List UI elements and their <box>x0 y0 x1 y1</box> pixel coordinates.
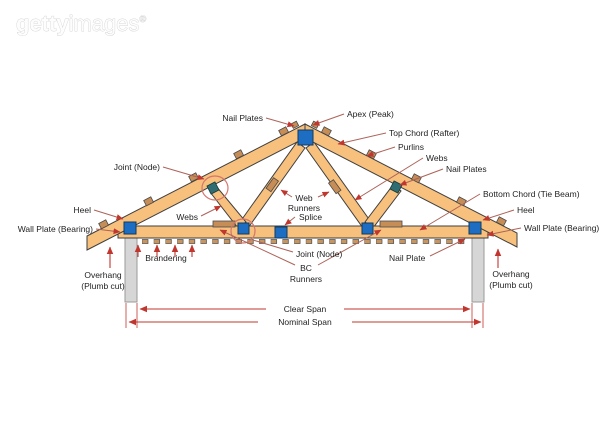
label-apex: Apex (Peak) <box>347 109 394 119</box>
label-webs-right: Webs <box>426 153 448 163</box>
leader-apex <box>312 113 345 126</box>
leader-heel-right <box>482 209 515 221</box>
label-top-chord: Top Chord (Rafter) <box>389 128 460 138</box>
right-joint-nail-plate <box>361 222 374 235</box>
brandering-battens <box>142 239 468 244</box>
label-heel-right: Heel <box>517 205 535 215</box>
joint-circle-top <box>201 175 229 201</box>
purlins-left <box>98 126 290 230</box>
web-runner-left <box>265 177 280 193</box>
label-brandering: Brandering <box>145 253 187 263</box>
leader-bottom-chord <box>419 193 481 231</box>
purlin <box>410 173 422 184</box>
splice-plate <box>274 226 288 239</box>
leader-splice <box>284 216 296 226</box>
nominal-span-label: Nominal Span <box>278 317 332 327</box>
label-web-runners-2: Runners <box>288 203 320 213</box>
leader-nail-plates-top <box>265 117 295 128</box>
bottom-chord <box>117 225 489 239</box>
left-heel-nail-plate <box>123 221 137 235</box>
label-nail-plates-top: Nail Plates <box>222 113 263 123</box>
labels: Nail Plates Apex (Peak) Top Chord (Rafte… <box>18 109 600 291</box>
leader-joint-node-top <box>162 166 205 181</box>
purlin <box>233 149 245 160</box>
right-heel-nail-plate <box>468 221 482 235</box>
label-wall-plate-left: Wall Plate (Bearing) <box>18 224 93 234</box>
purlin <box>98 219 110 230</box>
label-overhang-left-1: Overhang <box>84 270 122 280</box>
label-overhang-right-2: (Plumb cut) <box>489 280 533 290</box>
leader-lines <box>93 113 522 266</box>
dimension-lines: Clear Span Nominal Span <box>125 303 484 328</box>
getty-watermark: gettyimages® <box>16 11 146 36</box>
label-overhang-left-2: (Plumb cut) <box>81 281 125 291</box>
label-purlins: Purlins <box>398 142 424 152</box>
clear-span-label: Clear Span <box>284 304 327 314</box>
label-webs-left: Webs <box>176 212 198 222</box>
label-nail-plate-bottom: Nail Plate <box>389 253 426 263</box>
right-top-joint-plate <box>389 180 403 194</box>
leader-webs-left <box>200 205 222 217</box>
label-splice: Splice <box>299 212 322 222</box>
label-web-runners-1: Web <box>295 193 313 203</box>
left-joint-nail-plate <box>237 222 250 235</box>
label-bc-runners-2: Runners <box>290 274 322 284</box>
left-top-joint-plate <box>206 181 220 195</box>
label-heel-left: Heel <box>74 205 92 215</box>
apex-nail-plate <box>297 129 314 146</box>
purlin <box>278 126 290 137</box>
leader-nail-plate-bottom <box>429 238 466 257</box>
purlin <box>495 216 507 227</box>
left-wall <box>124 237 138 303</box>
purlin <box>320 126 332 137</box>
web-runner-right <box>327 179 342 195</box>
label-joint-node-bottom: Joint (Node) <box>296 249 342 259</box>
leader-heel-left <box>93 209 124 220</box>
leader-joint-node-bottom <box>252 239 294 253</box>
label-wall-plate-right: Wall Plate (Bearing) <box>524 223 599 233</box>
leader-wall-plate-right <box>486 227 522 237</box>
right-wall <box>471 237 485 303</box>
label-overhang-right-1: Overhang <box>492 269 530 279</box>
purlin <box>143 196 155 207</box>
leader-top-chord <box>337 132 387 146</box>
bc-runner-right <box>379 220 403 228</box>
joint-circle-bottom <box>230 218 256 244</box>
label-nail-plates-right: Nail Plates <box>446 164 487 174</box>
leader-wall-plate-left <box>95 228 121 235</box>
leader-nail-plates-right <box>399 168 444 186</box>
pointer-arrows <box>106 244 502 268</box>
leader-bc-runner-right <box>317 229 382 266</box>
label-joint-node-top: Joint (Node) <box>114 162 160 172</box>
leader-web-runner-right <box>317 191 330 198</box>
leader-webs-right <box>354 157 424 201</box>
leader-web-runner-left <box>280 189 293 198</box>
leader-purlins <box>366 146 396 157</box>
bc-runner-left <box>212 220 236 228</box>
label-bc-runners-1: BC <box>300 263 312 273</box>
label-bottom-chord: Bottom Chord (Tie Beam) <box>483 189 580 199</box>
leader-bc-runner-left <box>219 229 296 266</box>
